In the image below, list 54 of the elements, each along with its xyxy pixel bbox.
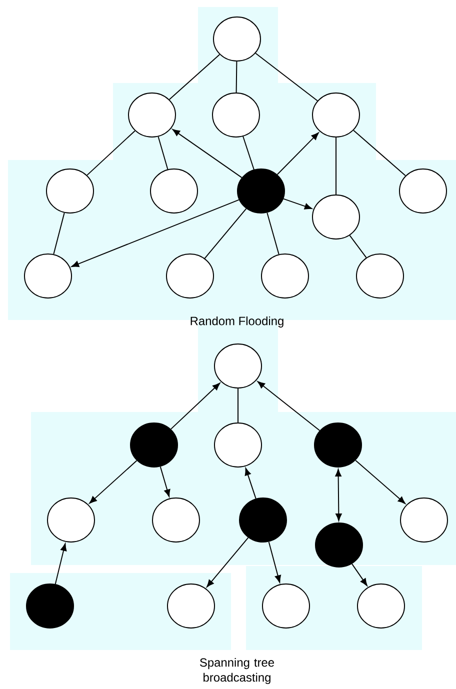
- line: [349, 234, 367, 258]
- circle: [128, 92, 176, 138]
- circle: [400, 498, 448, 542]
- line: [242, 136, 254, 170]
- caption: Spanning tree broadcasting: [200, 658, 274, 684]
- line: [204, 208, 247, 259]
- circle: [262, 584, 310, 628]
- circle: [312, 92, 360, 138]
- circle: [166, 254, 214, 298]
- line: [53, 212, 65, 255]
- circle: [357, 584, 405, 628]
- circle: [167, 584, 215, 628]
- circle: [214, 344, 262, 388]
- arrow: [352, 563, 368, 586]
- circle: [152, 498, 200, 542]
- arrow: [355, 460, 406, 504]
- arrow: [160, 466, 170, 497]
- circle: [47, 498, 95, 542]
- circle: [213, 16, 261, 62]
- circle: [24, 254, 72, 298]
- arrow: [54, 543, 67, 585]
- arrow: [89, 460, 138, 504]
- arrow: [170, 382, 220, 430]
- caption: Random Flooding: [190, 316, 284, 328]
- filled-circle: [26, 584, 74, 628]
- circle: [212, 92, 260, 138]
- circle: [214, 422, 262, 468]
- filled-circle: [314, 422, 362, 468]
- line: [255, 52, 318, 102]
- circle: [261, 254, 309, 298]
- filled-circle: [130, 422, 178, 468]
- line: [353, 130, 406, 176]
- arrow: [172, 129, 242, 178]
- filled-circle: [315, 522, 363, 568]
- arrow: [283, 198, 312, 210]
- line: [236, 61, 238, 93]
- filled-circle: [237, 168, 285, 214]
- filled-circle: [239, 498, 287, 542]
- line: [168, 54, 220, 100]
- circle: [46, 168, 94, 214]
- circle: [312, 194, 360, 240]
- arrow: [268, 541, 281, 583]
- arrow: [244, 468, 256, 500]
- line: [86, 130, 136, 176]
- circle: [399, 168, 447, 214]
- arrow: [276, 132, 319, 175]
- arrow: [71, 199, 240, 267]
- arrow: [206, 537, 249, 588]
- line: [158, 136, 168, 170]
- circle: [356, 254, 404, 298]
- arrow: [257, 381, 320, 431]
- arrow: [335, 469, 342, 521]
- line: [266, 212, 280, 255]
- circle: [150, 168, 198, 214]
